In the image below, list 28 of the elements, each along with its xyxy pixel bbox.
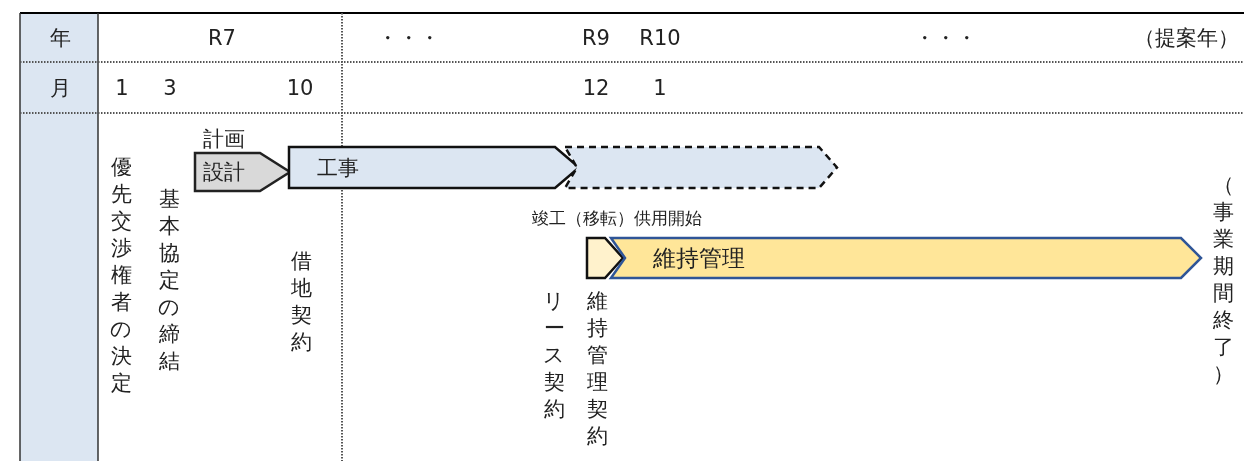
milestone-label: 借地契約 [290, 248, 312, 356]
phase-label: 設計 [203, 160, 245, 184]
row-heading: 年 [49, 26, 71, 50]
phase-bar [587, 238, 623, 278]
phase-label: 維持管理 [653, 246, 745, 270]
milestone-label: 優先交渉権者の決定 [110, 154, 132, 397]
ellipsis: ・・・ [913, 26, 977, 50]
milestone-label: 維持管理契約 [586, 288, 608, 450]
month-label: 1 [653, 76, 667, 100]
row-heading: 月 [49, 76, 71, 100]
ellipsis: ・・・ [376, 26, 440, 50]
milestone-label: リース契約 [543, 288, 565, 423]
phase-heading: 計画 [203, 127, 245, 151]
year-label: R7 [208, 26, 236, 50]
month-label: 3 [163, 76, 177, 100]
year-label: R10 [639, 26, 681, 50]
month-label: 10 [286, 76, 314, 100]
phase-bar [565, 147, 837, 188]
milestone-label: （事業期間終了） [1212, 172, 1234, 388]
phase-bar [611, 238, 1201, 278]
milestone-label: 基本協定の締結 [158, 186, 180, 375]
phase-label: 工事 [317, 155, 359, 180]
year-label: R9 [582, 26, 610, 50]
year-label: （提案年） [1133, 26, 1239, 50]
milestone-label: 竣工（移転）供用開始 [532, 207, 702, 230]
phase-bar [289, 147, 579, 188]
month-label: 12 [582, 76, 610, 100]
month-label: 1 [115, 76, 129, 100]
